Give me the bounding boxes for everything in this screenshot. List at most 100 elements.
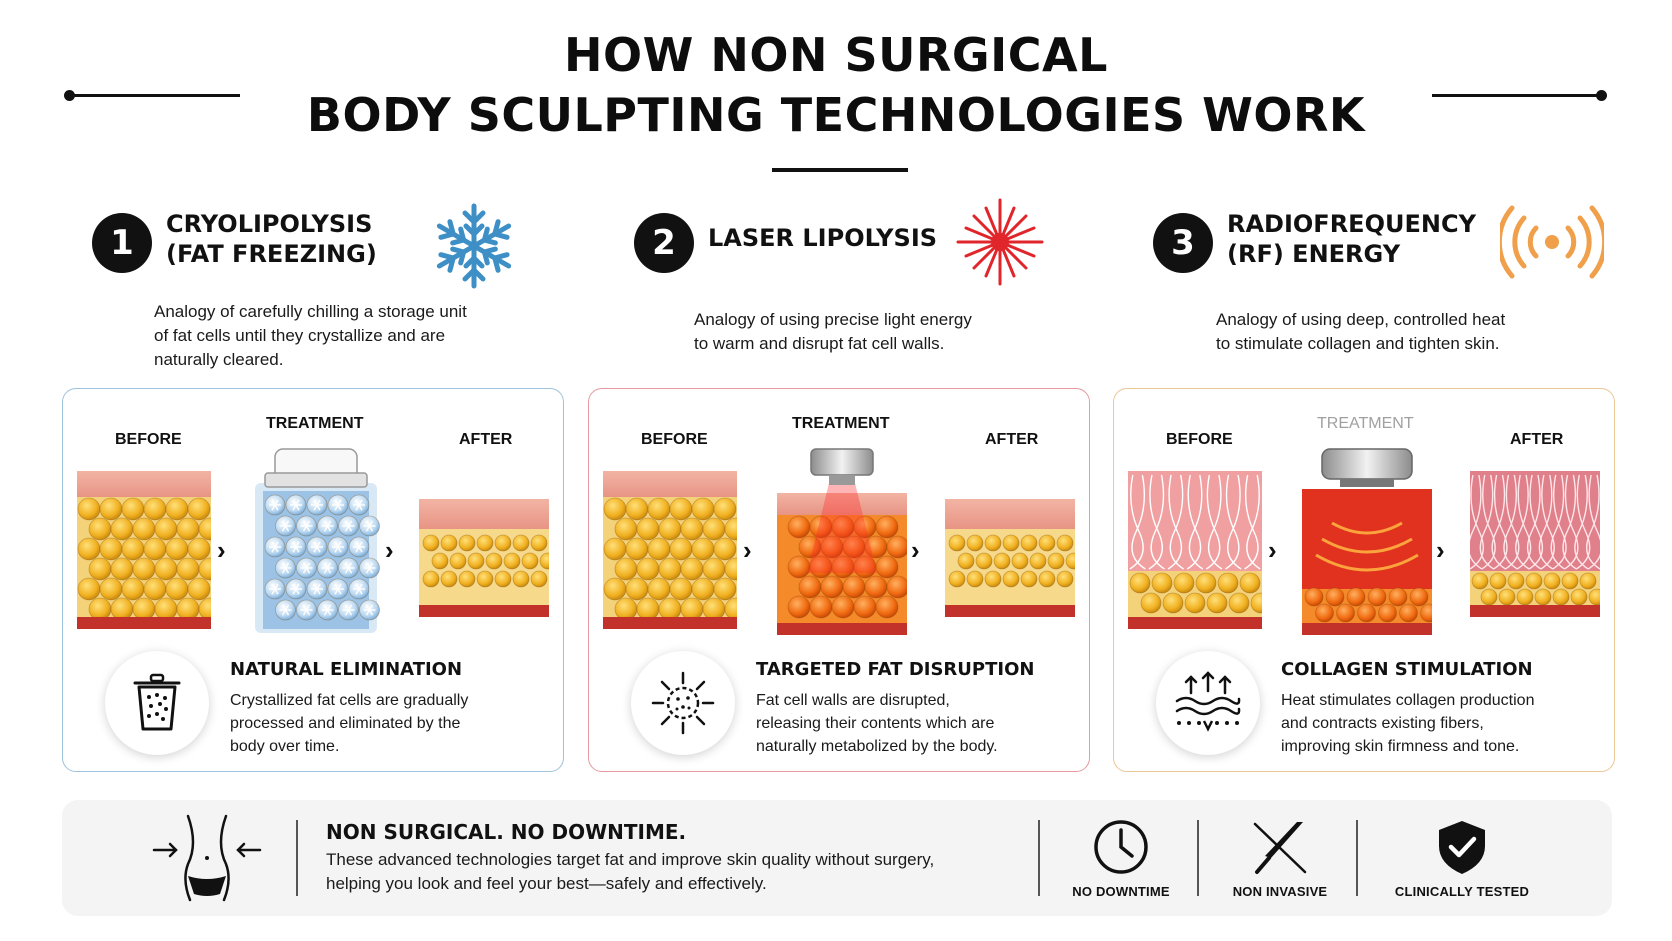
result-line: naturally metabolized by the body.: [756, 738, 998, 755]
tech-header-radiofrequency: 3 RADIOFREQUENCY (RF) ENERGY: [1153, 205, 1573, 295]
footer-divider: [1197, 820, 1199, 896]
stage-label-after: AFTER: [459, 431, 513, 448]
badge-label: CLINICALLY TESTED: [1394, 884, 1530, 899]
before-fat-layer-image: [603, 471, 737, 629]
result-line: processed and eliminated by the: [230, 715, 461, 732]
tech-name-line2: (RF) ENERGY: [1227, 240, 1401, 268]
tech-name-line2: (FAT FREEZING): [166, 240, 377, 268]
header-left-line: [70, 94, 240, 97]
footer-divider: [1038, 820, 1040, 896]
tech-description: Analogy of using precise light energy to…: [694, 308, 972, 356]
footer-divider: [1356, 820, 1358, 896]
chevron-right-icon: ›: [385, 535, 394, 565]
before-skin-fibers-image: [1128, 471, 1262, 629]
result-line: and contracts existing fibers,: [1281, 715, 1484, 732]
stage-label-treatment: TREATMENT: [266, 415, 364, 432]
page-title-line2: BODY SCULPTING TECHNOLOGIES WORK: [306, 88, 1366, 142]
treatment-cryo-image: [255, 448, 380, 633]
result-line: Crystallized fat cells are gradually: [230, 692, 469, 709]
tech-name: LASER LIPOLYSIS: [708, 223, 937, 253]
result-title: NATURAL ELIMINATION: [230, 659, 463, 680]
after-fat-layer-image: [419, 499, 549, 617]
chevron-right-icon: ›: [1436, 535, 1445, 565]
description-line: Analogy of carefully chilling a storage …: [154, 302, 467, 321]
step-number-badge: 1: [92, 213, 152, 273]
page-title-line1: HOW NON SURGICAL: [564, 28, 1108, 82]
treatment-rf-image: [1302, 448, 1432, 635]
stage-label-before: BEFORE: [1166, 431, 1233, 448]
after-skin-fibers-image: [1470, 471, 1600, 617]
step-number-badge: 3: [1153, 213, 1213, 273]
badge-label: NON INVASIVE: [1232, 884, 1328, 899]
footer-text: These advanced technologies target fat a…: [326, 848, 1006, 896]
trash-bin-icon: [133, 673, 181, 731]
tech-header-laser-lipolysis: 2 LASER LIPOLYSIS: [634, 205, 1034, 295]
tech-name-line1: LASER LIPOLYSIS: [708, 224, 938, 252]
badge-non-invasive: NON INVASIVE: [1205, 818, 1355, 899]
result-line: improving skin firmness and tone.: [1281, 738, 1520, 755]
stage-label-before: BEFORE: [115, 431, 182, 448]
header-right-dot: [1596, 90, 1607, 101]
description-line: to warm and disrupt fat cell walls.: [694, 334, 945, 353]
tech-description: Analogy of using deep, controlled heat t…: [1216, 308, 1505, 356]
clock-icon: [1094, 820, 1148, 874]
description-line: naturally cleared.: [154, 350, 284, 369]
chevron-right-icon: ›: [743, 535, 752, 565]
badge-clinically-tested: CLINICALLY TESTED: [1372, 818, 1552, 899]
result-description: Heat stimulates collagen production and …: [1281, 689, 1601, 758]
result-icon-circle: [631, 651, 735, 755]
tech-name-line1: RADIOFREQUENCY: [1227, 210, 1476, 238]
footer-text-line: helping you look and feel your best—safe…: [326, 874, 767, 893]
tech-name: RADIOFREQUENCY (RF) ENERGY: [1227, 209, 1476, 269]
result-title: COLLAGEN STIMULATION: [1281, 659, 1533, 680]
description-line: Analogy of using deep, controlled heat: [1216, 310, 1506, 329]
footer-divider: [296, 820, 298, 896]
result-line: Heat stimulates collagen production: [1281, 692, 1535, 709]
footer-text-line: These advanced technologies target fat a…: [326, 850, 935, 869]
badge-label: NO DOWNTIME: [1072, 884, 1170, 899]
result-line: Fat cell walls are disrupted,: [756, 692, 950, 709]
snowflake-icon: [430, 202, 518, 295]
result-title: TARGETED FAT DISRUPTION: [756, 659, 1035, 680]
result-icon-circle: [105, 651, 209, 755]
before-fat-layer-image: [77, 471, 211, 629]
title-underline: [772, 168, 908, 172]
panel-radiofrequency: BEFORE TREATMENT AFTER › ›: [1113, 388, 1615, 772]
panel-cryolipolysis: BEFORE TREATMENT AFTER › ›: [62, 388, 564, 772]
scalpel-crossed-icon: [1253, 822, 1307, 874]
header-right-line: [1432, 94, 1602, 97]
collagen-waves-icon: [1175, 671, 1241, 732]
stage-label-before: BEFORE: [641, 431, 708, 448]
burst-cell-icon: [651, 671, 715, 735]
radio-waves-icon: [1496, 202, 1608, 287]
after-fat-layer-image: [945, 499, 1075, 617]
result-description: Crystallized fat cells are gradually pro…: [230, 689, 550, 758]
result-icon-circle: [1156, 651, 1260, 755]
stage-label-treatment: TREATMENT: [1317, 415, 1414, 432]
laser-burst-icon: [955, 197, 1045, 292]
panel-laser-lipolysis: BEFORE TREATMENT AFTER › ›: [588, 388, 1090, 772]
shield-check-icon: [1439, 821, 1485, 874]
stage-label-after: AFTER: [1510, 431, 1564, 448]
description-line: Analogy of using precise light energy: [694, 310, 972, 329]
result-line: releasing their contents which are: [756, 715, 995, 732]
result-description: Fat cell walls are disrupted, releasing …: [756, 689, 1076, 758]
chevron-right-icon: ›: [217, 535, 226, 565]
description-line: to stimulate collagen and tighten skin.: [1216, 334, 1500, 353]
badge-no-downtime: NO DOWNTIME: [1046, 818, 1196, 899]
chevron-right-icon: ›: [1268, 535, 1277, 565]
chevron-right-icon: ›: [911, 535, 920, 565]
description-line: of fat cells until they crystallize and …: [154, 326, 446, 345]
result-line: body over time.: [230, 738, 340, 755]
stage-label-treatment: TREATMENT: [792, 415, 890, 432]
treatment-laser-image: [777, 448, 907, 635]
tech-name: CRYOLIPOLYSIS (FAT FREEZING): [166, 209, 377, 269]
stage-label-after: AFTER: [985, 431, 1039, 448]
header-left-dot: [64, 90, 75, 101]
tech-name-line1: CRYOLIPOLYSIS: [166, 210, 373, 238]
tech-description: Analogy of carefully chilling a storage …: [154, 300, 467, 372]
footer-banner: NON SURGICAL. NO DOWNTIME. These advance…: [62, 800, 1612, 916]
tech-header-cryolipolysis: 1 CRYOLIPOLYSIS (FAT FREEZING): [92, 205, 542, 295]
waist-slimming-icon: [152, 814, 262, 902]
footer-title: NON SURGICAL. NO DOWNTIME.: [326, 820, 687, 844]
